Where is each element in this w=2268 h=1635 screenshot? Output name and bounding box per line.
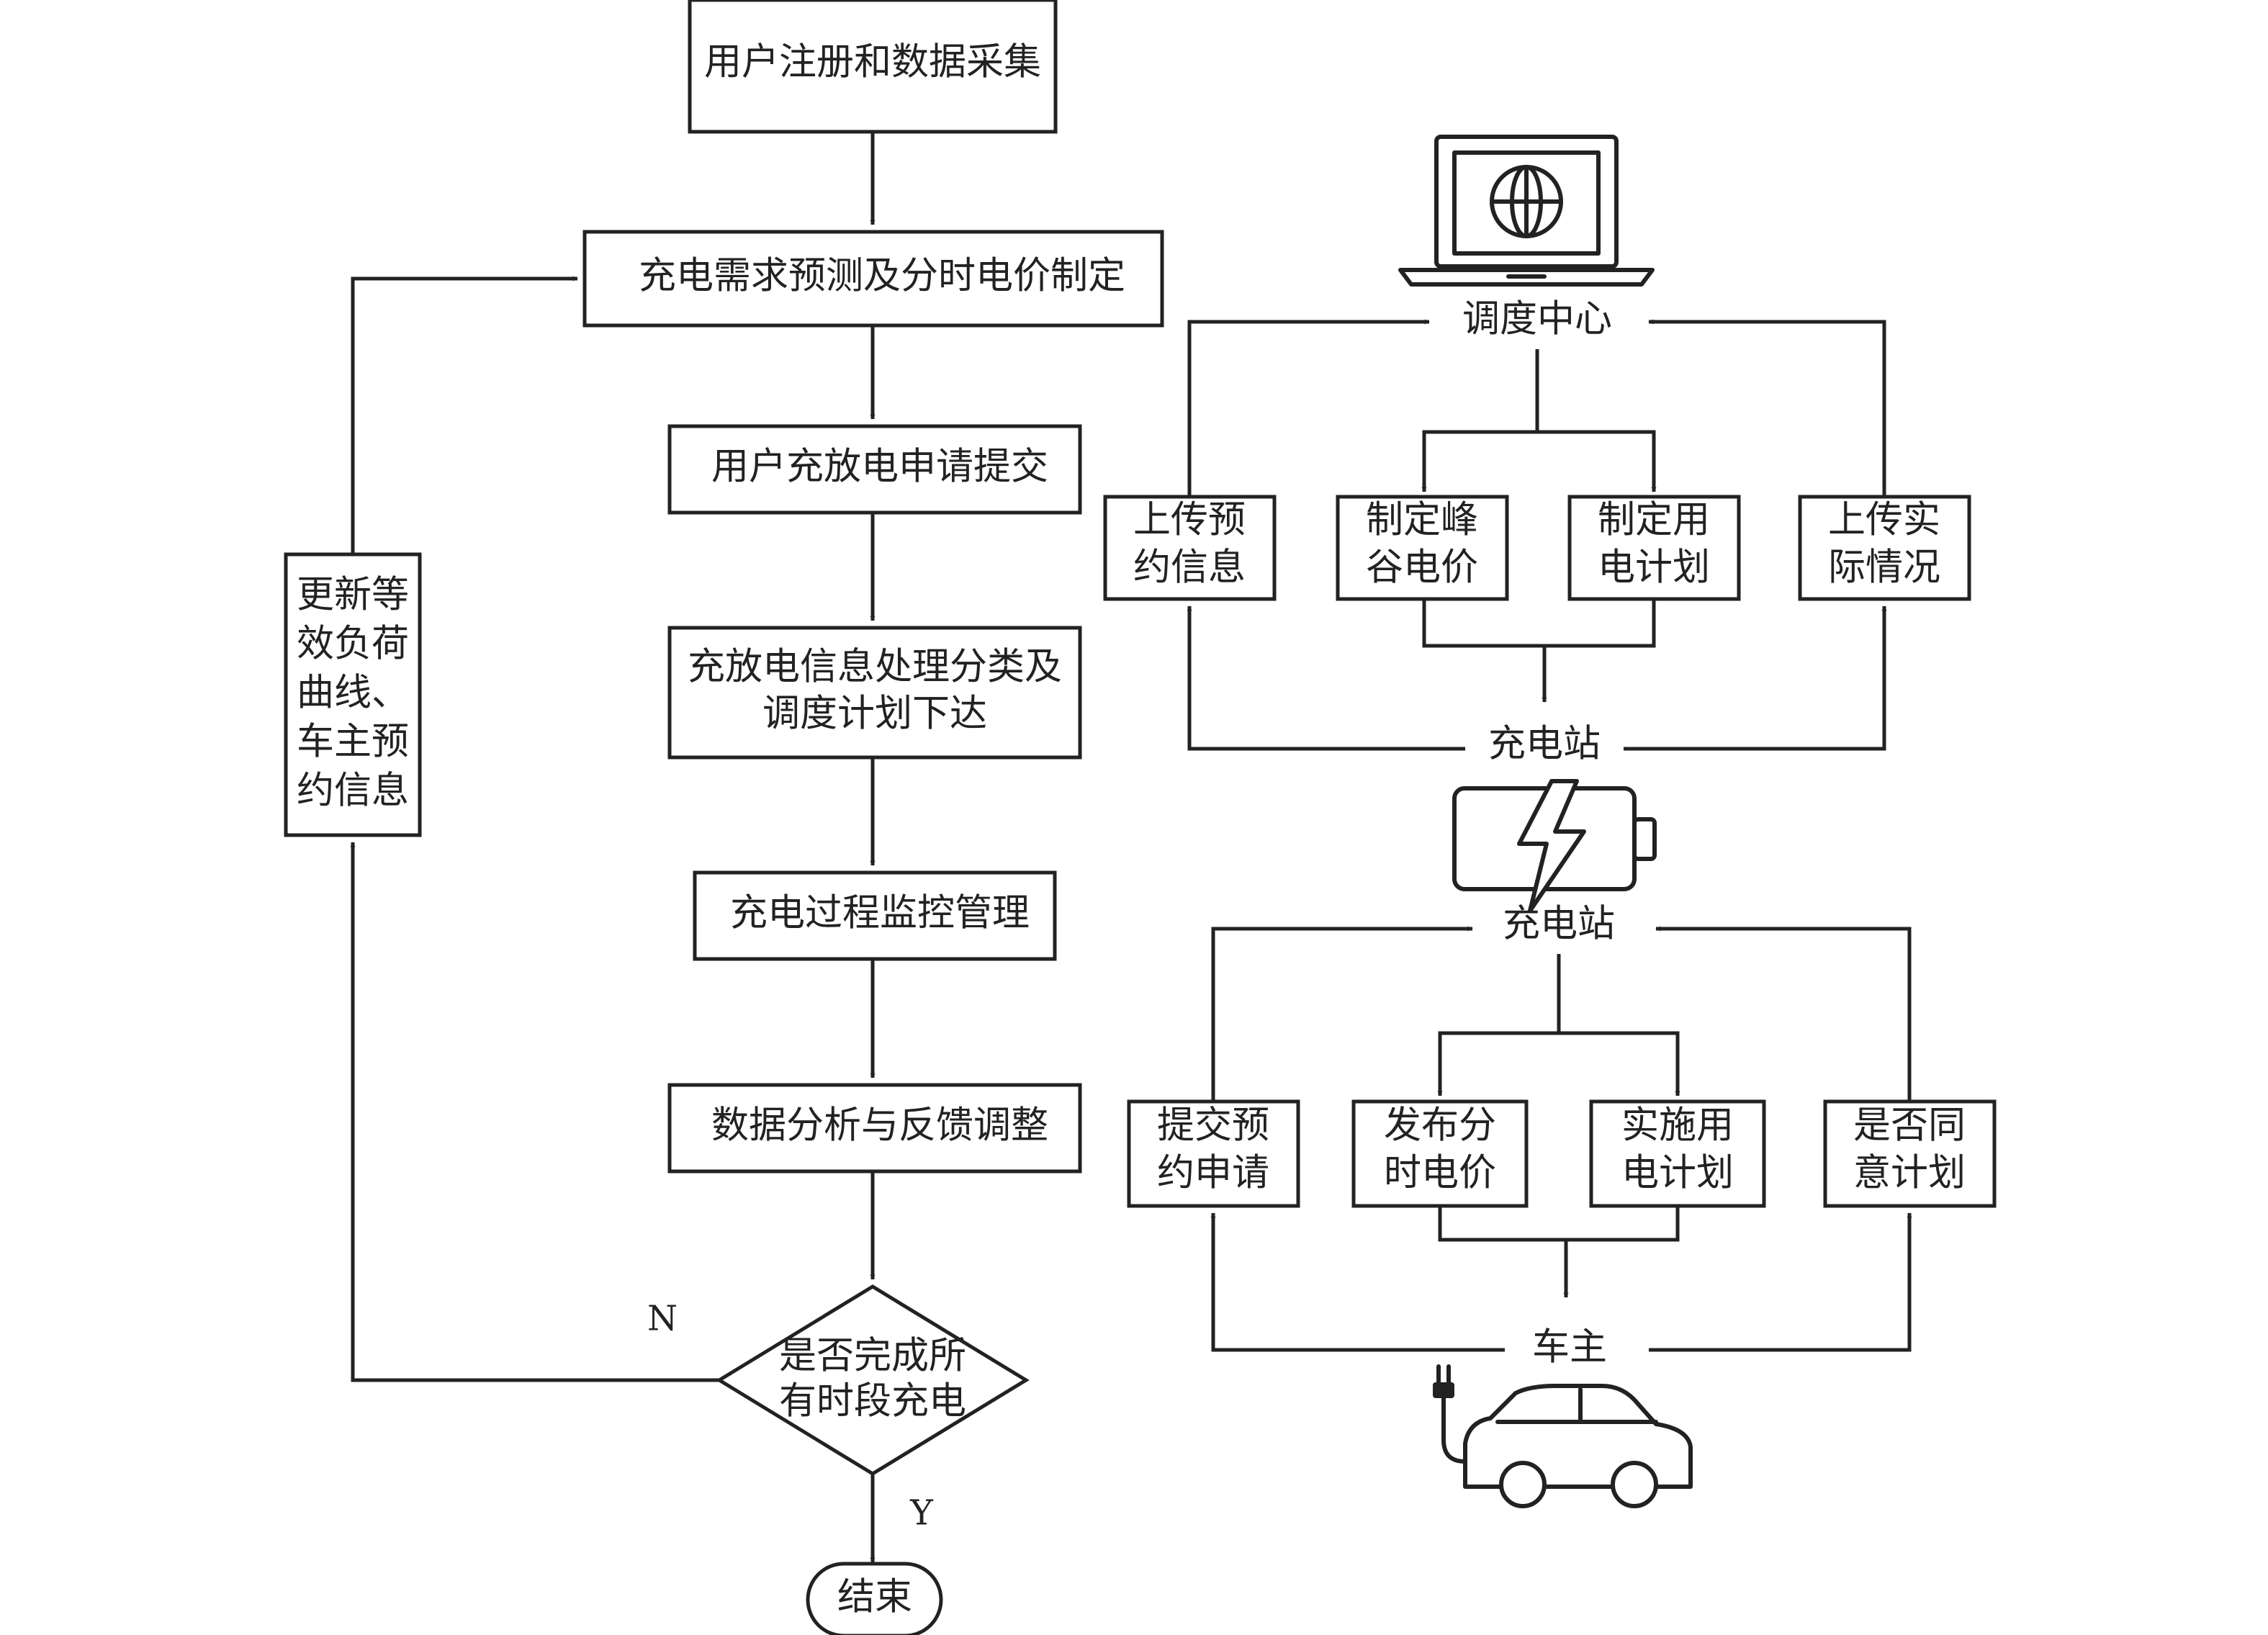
- upper-right-section: 调度中心 上传预 约信息 制定峰 谷电价 制定用 电计划 上传实 际情况 充电站: [1103, 135, 1971, 766]
- publish-price-box: [1351, 1099, 1529, 1208]
- publish-price-line1: 发布分: [1384, 1104, 1496, 1148]
- laptop-globe-icon: [1398, 135, 1655, 287]
- arrow-agree-to-station: [1655, 926, 1912, 1102]
- step-demand-forecast-box: [582, 230, 1164, 328]
- arrow-to-publish-price: [1437, 1031, 1559, 1096]
- decision-text-line1: 是否完成所: [779, 1335, 966, 1378]
- arrow-owner-to-agree: [1649, 1212, 1912, 1352]
- arrow-station-to-upload-reservation: [1187, 605, 1465, 751]
- arrow-no-feedback: [350, 842, 719, 1382]
- arrow-owner-to-submit: [1210, 1212, 1505, 1352]
- step-application-submit-box: [667, 424, 1082, 515]
- arrow-upload-actual-to-center: [1648, 319, 1886, 497]
- lower-right-section: 充电站 提交预 约申请 发布分 时电价 实施用 电计划 是否同 意计划 车主: [1127, 903, 1997, 1369]
- label-no: N: [647, 1299, 678, 1339]
- upload-actual-line1: 上传实: [1828, 499, 1940, 542]
- arrow-to-power-plan: [1537, 430, 1657, 492]
- agree-plan-line2: 意计划: [1853, 1152, 1966, 1195]
- feedback-line3: 曲线、: [297, 672, 409, 715]
- merge-peak-plan: [1422, 599, 1656, 648]
- station-label-upper: 充电站: [1488, 723, 1601, 766]
- step-analysis-box: [667, 1083, 1082, 1174]
- station-label-lower: 充电站: [1503, 903, 1615, 946]
- step-monitoring-text: 充电过程监控管理: [730, 892, 1030, 935]
- upload-reservation-box: [1103, 495, 1277, 601]
- upload-reservation-line2: 约信息: [1133, 546, 1246, 590]
- step-user-registration-box: [688, 0, 1058, 134]
- peak-price-line1: 制定峰: [1366, 499, 1478, 542]
- agree-plan-line1: 是否同: [1853, 1104, 1966, 1148]
- implement-plan-line2: 电计划: [1621, 1152, 1734, 1195]
- electric-car-icon: [1433, 1364, 1693, 1508]
- arrow-to-implement-plan: [1559, 1031, 1680, 1096]
- arrow-submit-to-station: [1211, 926, 1473, 1102]
- peak-price-box: [1336, 495, 1509, 601]
- left-flowchart: 用户注册和数据采集 充电需求预测及分时电价制定 用户充放电申请提交 充放电信息处…: [284, 0, 1164, 1635]
- publish-price-line2: 时电价: [1384, 1152, 1496, 1195]
- step-user-registration-text: 用户注册和数据采集: [704, 41, 1041, 84]
- submit-reservation-box: [1127, 1099, 1300, 1208]
- feedback-line5: 约信息: [297, 770, 409, 813]
- dispatch-center-label: 调度中心: [1462, 298, 1612, 341]
- power-plan-line2: 电计划: [1598, 546, 1710, 590]
- feedback-line2: 效负荷: [297, 623, 409, 666]
- end-terminal: [806, 1562, 943, 1635]
- step-demand-forecast-text: 充电需求预测及分时电价制定: [639, 255, 1125, 298]
- upload-reservation-line1: 上传预: [1133, 499, 1246, 542]
- step-monitoring-box: [693, 870, 1057, 961]
- owner-label: 车主: [1532, 1326, 1607, 1369]
- arrow-station-to-upload-actual: [1624, 605, 1887, 751]
- arrow-upload-reservation-to-center: [1187, 319, 1430, 497]
- agree-plan-box: [1823, 1099, 1997, 1208]
- battery-lightning-icon: [1452, 779, 1657, 913]
- end-text: 结束: [837, 1576, 912, 1619]
- feedback-line1: 更新等: [297, 574, 409, 617]
- peak-price-line2: 谷电价: [1366, 546, 1478, 590]
- power-plan-line1: 制定用: [1598, 499, 1710, 542]
- step-info-processing-box: [667, 626, 1082, 760]
- step-application-submit-text: 用户充放电申请提交: [711, 446, 1048, 489]
- step-analysis-text: 数据分析与反馈调整: [711, 1104, 1048, 1148]
- label-yes: Y: [909, 1493, 934, 1533]
- upload-actual-line2: 际情况: [1828, 546, 1940, 590]
- implement-plan-line1: 实施用: [1621, 1104, 1734, 1148]
- feedback-line4: 车主预: [297, 721, 409, 764]
- implement-plan-box: [1589, 1099, 1766, 1208]
- upload-actual-box: [1798, 495, 1971, 601]
- step-info-processing-line1: 充放电信息处理分类及: [688, 646, 1062, 689]
- arrow-to-peak-price: [1421, 430, 1537, 492]
- decision-text-line2: 有时段充电: [779, 1380, 966, 1423]
- merge-price-plan: [1438, 1206, 1680, 1242]
- feedback-update-box: [284, 552, 422, 837]
- submit-reservation-line2: 约申请: [1157, 1152, 1269, 1195]
- submit-reservation-line1: 提交预: [1157, 1104, 1269, 1148]
- step-info-processing-line2: 调度计划下达: [762, 693, 987, 736]
- power-plan-box: [1567, 495, 1741, 601]
- arrow-feedback-to-forecast: [351, 276, 578, 554]
